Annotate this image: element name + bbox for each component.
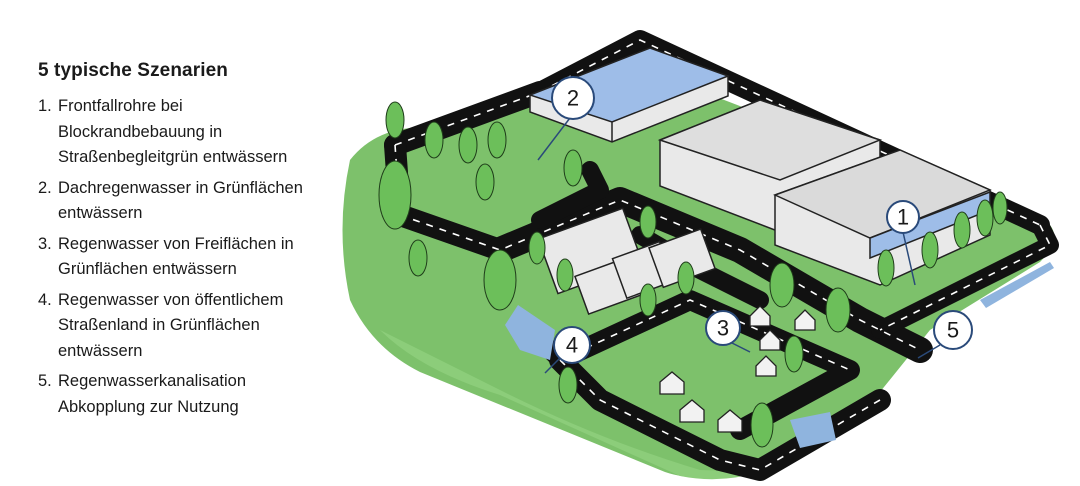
marker-1: 1 bbox=[886, 200, 920, 286]
marker-2: 2 bbox=[537, 76, 595, 161]
pond-bottom bbox=[790, 412, 836, 448]
scenario-number: 5. bbox=[38, 372, 52, 390]
marker-4: 4 bbox=[544, 326, 591, 374]
scenario-item-1: 1. Frontfallrohre bei Blockrandbebauung i… bbox=[38, 94, 338, 171]
road-inner-vertical bbox=[531, 161, 609, 229]
small-houses bbox=[659, 305, 816, 433]
drain-channel bbox=[980, 262, 1054, 308]
legend-title: 5 typische Szenarien bbox=[38, 60, 228, 81]
scenario-number: 2. bbox=[38, 178, 52, 197]
scenario-text: Frontfallrohre bei Blockrandbebauung in … bbox=[58, 97, 288, 166]
scenario-text: Regenwasser von öffentlichem Straßenland… bbox=[58, 290, 284, 360]
marker-2-label: 2 bbox=[567, 86, 579, 111]
water-bodies bbox=[505, 262, 1054, 448]
scenario-item-5: 5. Regenwasserkanalisation Abkopplung zur… bbox=[38, 369, 338, 420]
scenario-text: Regenwasser von Freiflächen in Grünfläch… bbox=[58, 234, 294, 279]
road-right-edge bbox=[871, 216, 1059, 339]
scenario-number: 3. bbox=[38, 234, 52, 253]
scenario-item-4: 4. Regenwasser von öffentlichem Straßenla… bbox=[38, 288, 338, 365]
marker-5: 5 bbox=[917, 310, 973, 359]
scenario-list: 1. Frontfallrohre bei Blockrandbebauung i… bbox=[38, 94, 338, 420]
scenario-legend: 5 typische Szenarien 1. Frontfallrohre be… bbox=[38, 60, 338, 425]
trees bbox=[378, 101, 1008, 448]
scenario-item-3: 3. Regenwasser von Freiflächen in Grünflä… bbox=[38, 232, 338, 283]
scenario-item-2: 2. Dachregenwasser in Grünflächen entwäss… bbox=[38, 176, 338, 227]
apartment-blocks bbox=[537, 207, 716, 316]
marker-1-label: 1 bbox=[897, 205, 909, 230]
scenario-number: 4. bbox=[38, 290, 52, 309]
scenario-text: Regenwasserkanalisation Abkopplung zur N… bbox=[58, 372, 247, 416]
marker-4-label: 4 bbox=[566, 333, 578, 358]
pond-left bbox=[505, 305, 555, 360]
scenario-number: 1. bbox=[38, 97, 52, 115]
marker-5-label: 5 bbox=[947, 318, 959, 343]
marker-3: 3 bbox=[705, 310, 751, 353]
scenario-text: Dachregenwasser in Grünflächen entwässer… bbox=[58, 178, 303, 223]
marker-3-label: 3 bbox=[717, 316, 729, 341]
